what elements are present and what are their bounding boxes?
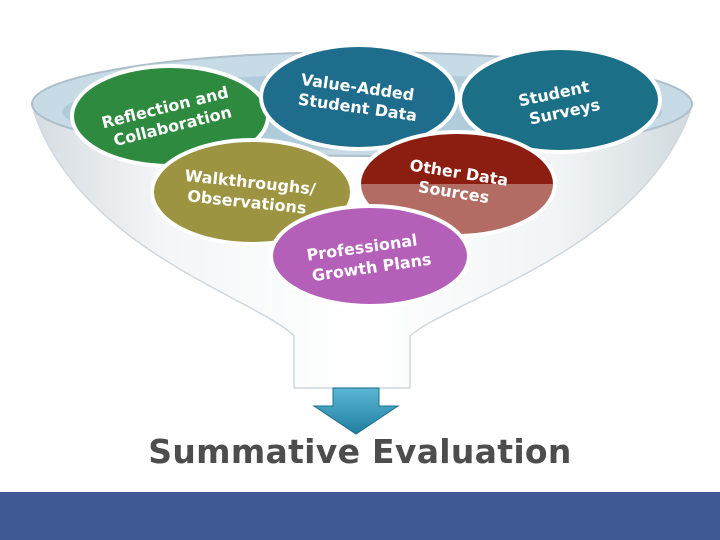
summative-evaluation-label: Summative Evaluation <box>148 432 572 471</box>
down-arrow-icon <box>312 387 400 435</box>
footer-bar <box>0 492 720 540</box>
oval-professional-growth: Professional Growth Plans <box>269 204 471 308</box>
oval-reflection: Reflection and Collaboration <box>70 64 270 168</box>
oval-value-added: Value-Added Student Data <box>259 43 459 151</box>
oval-student-surveys: Student Surveys <box>458 46 662 154</box>
